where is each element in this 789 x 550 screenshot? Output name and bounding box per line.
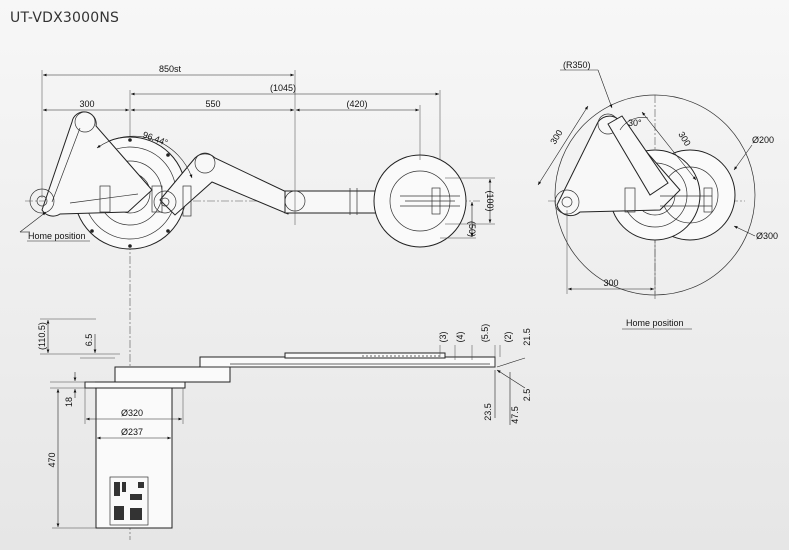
dim-5-5: (5.5)	[480, 324, 490, 343]
dim-300-bottom: 300	[603, 278, 618, 288]
dim-300-right: 300	[676, 130, 692, 148]
home-position-label-right: Home position	[626, 318, 684, 328]
dim-21-5: 21.5	[522, 328, 532, 346]
dim-300: 300	[79, 99, 94, 109]
column-body	[95, 387, 173, 529]
dim-23-5: 23.5	[483, 403, 493, 421]
dim-100: (100)	[485, 190, 495, 211]
dim-300-left: 300	[548, 128, 564, 146]
arm-link-2	[159, 153, 296, 216]
reach-circle-r350	[554, 94, 756, 296]
dim-6-5: 6.5	[84, 334, 94, 347]
dim-50: (50)	[467, 221, 477, 237]
right-view: (R350) 300 300 30° Ø200 Ø300 300 Home po…	[537, 60, 778, 330]
page-title: UT-VDX3000NS	[10, 10, 120, 26]
dim-1045: (1045)	[270, 83, 296, 93]
base-top-side	[114, 366, 231, 383]
dim-r350: (R350)	[563, 60, 591, 70]
dim-420: (420)	[346, 99, 367, 109]
dim-dia237: Ø237	[121, 427, 143, 437]
home-position-label-top: Home position	[28, 231, 86, 241]
dim-dia300: Ø300	[756, 231, 778, 241]
dim-110-5: (110.5)	[37, 322, 47, 350]
dim-47-5: 47.5	[510, 406, 520, 424]
dim-stroke: 850st	[159, 64, 182, 74]
dim-550: 550	[205, 99, 220, 109]
dim-4: (4)	[455, 331, 465, 342]
dim-3: (3)	[438, 331, 448, 342]
dim-2-5: 2.5	[522, 389, 532, 402]
top-view: 850st (1045) 300 550 (420) 96.44° (100) …	[19, 64, 495, 540]
dim-2: (2)	[503, 331, 513, 342]
dim-dia200: Ø200	[752, 135, 774, 145]
dim-angle-30: 30°	[628, 118, 642, 128]
dim-18: 18	[64, 397, 74, 407]
dim-dia320: Ø320	[121, 408, 143, 418]
dim-470: 470	[47, 452, 57, 467]
controller-panel	[109, 476, 149, 526]
side-view: (110.5) 6.5 18 470 Ø320 Ø237 (3) (4) (5.…	[37, 318, 532, 529]
